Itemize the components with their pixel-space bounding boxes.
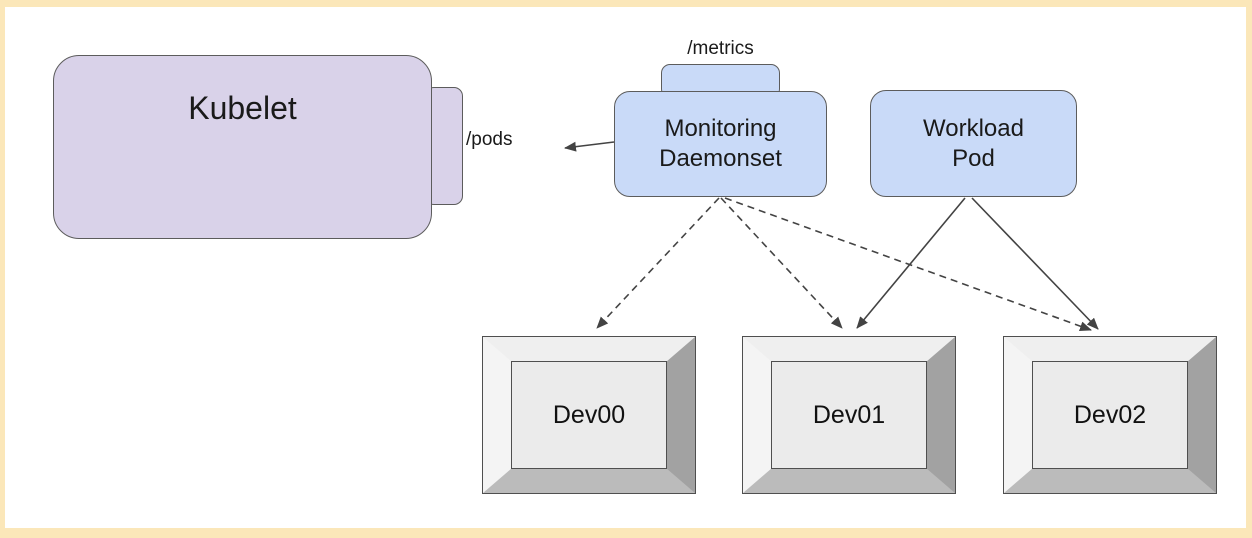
device-box-dev02: Dev02 [1004, 337, 1216, 493]
workload-pod-node: Workload Pod [870, 90, 1077, 197]
workload-pod-label: Workload Pod [923, 114, 1024, 172]
edge-monitoring-to-kubelet-pods [564, 141, 615, 152]
kubelet-label: Kubelet [188, 90, 297, 126]
edge-monitoring-to-dev00 [596, 197, 720, 329]
device-box-dev00: Dev00 [483, 337, 695, 493]
edge-workload-to-dev02 [971, 197, 1099, 330]
edge-workload-to-dev01 [856, 197, 966, 329]
monitoring-daemonset-label: Monitoring Daemonset [659, 115, 782, 172]
monitoring-daemonset-node: Monitoring Daemonset [614, 91, 827, 197]
dev02-label: Dev02 [1073, 400, 1147, 429]
kubelet-node: Kubelet [53, 55, 432, 239]
pods-endpoint-label: /pods [466, 129, 513, 150]
dev00-label: Dev00 [552, 400, 626, 429]
device-box-dev01: Dev01 [743, 337, 955, 493]
metrics-endpoint-label: /metrics [687, 38, 754, 59]
edge-monitoring-to-dev02 [724, 197, 1092, 331]
edge-monitoring-to-dev01 [720, 197, 843, 329]
dev01-label: Dev01 [812, 400, 886, 429]
